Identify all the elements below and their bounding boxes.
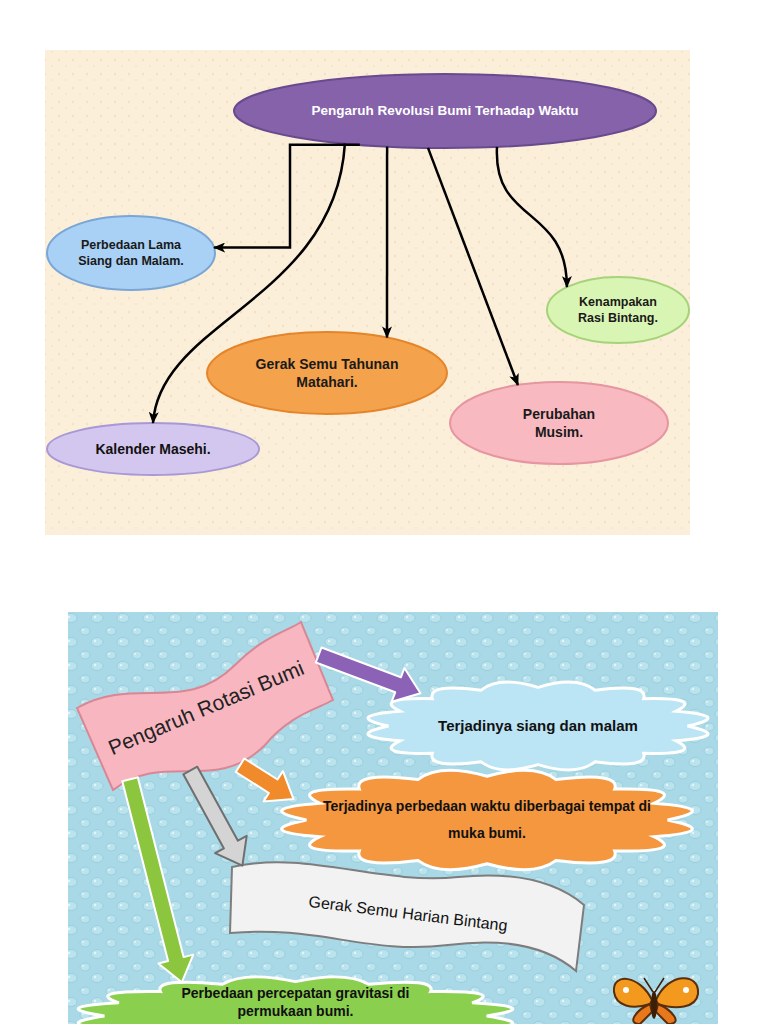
node-label: Terjadinya siang dan malam	[428, 716, 648, 736]
panel-background	[68, 612, 718, 1024]
node-label: Kalender Masehi.	[58, 440, 248, 458]
effect-ellipse-outline	[205, 330, 449, 416]
effect-ellipse-shape	[207, 332, 447, 414]
block-arrow	[183, 767, 246, 866]
node-label: Perbedaan percepatan gravitasi di permuk…	[146, 984, 446, 1020]
effect-banner: Gerak Semu Harian Bintang	[228, 855, 588, 973]
effect-ellipse: Kenampakan Rasi Bintang.	[545, 275, 691, 345]
effect-ellipse: Gerak Semu Tahunan Matahari.	[205, 330, 449, 416]
topic-banner: Pengaruh Rotasi Bumi	[75, 620, 337, 795]
node-label: Gerak Semu Tahunan Matahari.	[245, 355, 410, 391]
topic-banner-shape	[77, 622, 333, 790]
node-label: Kenampakan Rasi Bintang.	[568, 294, 668, 327]
arrow-connector	[428, 148, 518, 385]
effect-cloud-outline	[272, 768, 702, 872]
node-label: Perbedaan Lama Siang dan Malam.	[74, 237, 189, 270]
effect-cloud: Terjadinya perbedaan waktu diberbagai te…	[272, 768, 702, 872]
effect-ellipse-shape	[450, 382, 668, 464]
node-label: Terjadinya perbedaan waktu diberbagai te…	[322, 793, 652, 846]
effect-cloud: Terjadinya siang dan malam	[360, 680, 716, 772]
arrow-connector	[497, 147, 567, 287]
effect-ellipse-shape	[47, 423, 259, 475]
effect-ellipse-outline	[448, 380, 670, 466]
node-label: Pengaruh Revolusi Bumi Terhadap Waktu	[300, 102, 590, 120]
panel-texture	[68, 612, 718, 1024]
effect-ellipse: Perbedaan Lama Siang dan Malam.	[45, 214, 217, 292]
effect-cloud: Perbedaan percepatan gravitasi di permuk…	[68, 975, 523, 1024]
effect-ellipse: Kalender Masehi.	[45, 421, 261, 477]
arrow-connector	[386, 147, 389, 338]
effect-cloud-shape	[78, 977, 513, 1024]
block-arrow	[122, 777, 193, 982]
effect-ellipse-outline	[45, 214, 217, 292]
block-arrow	[236, 759, 294, 802]
node-label: Perubahan Musim.	[499, 405, 619, 441]
effect-ellipse-outline	[545, 275, 691, 345]
effect-ellipse-shape	[547, 277, 689, 343]
effect-ellipse: Perubahan Musim.	[448, 380, 670, 466]
effect-banner-shape	[230, 862, 584, 971]
topic-ellipse: Pengaruh Revolusi Bumi Terhadap Waktu	[232, 72, 658, 150]
arrow-connector	[214, 145, 360, 248]
topic-ellipse-shape	[234, 74, 656, 148]
effect-ellipse-shape	[47, 216, 215, 290]
effect-cloud-shape	[368, 682, 708, 770]
butterfly-illustration	[614, 978, 698, 1024]
block-arrow	[316, 648, 421, 702]
panel-background	[45, 50, 690, 535]
effect-cloud-shape	[282, 770, 693, 869]
panel-texture	[45, 50, 690, 535]
